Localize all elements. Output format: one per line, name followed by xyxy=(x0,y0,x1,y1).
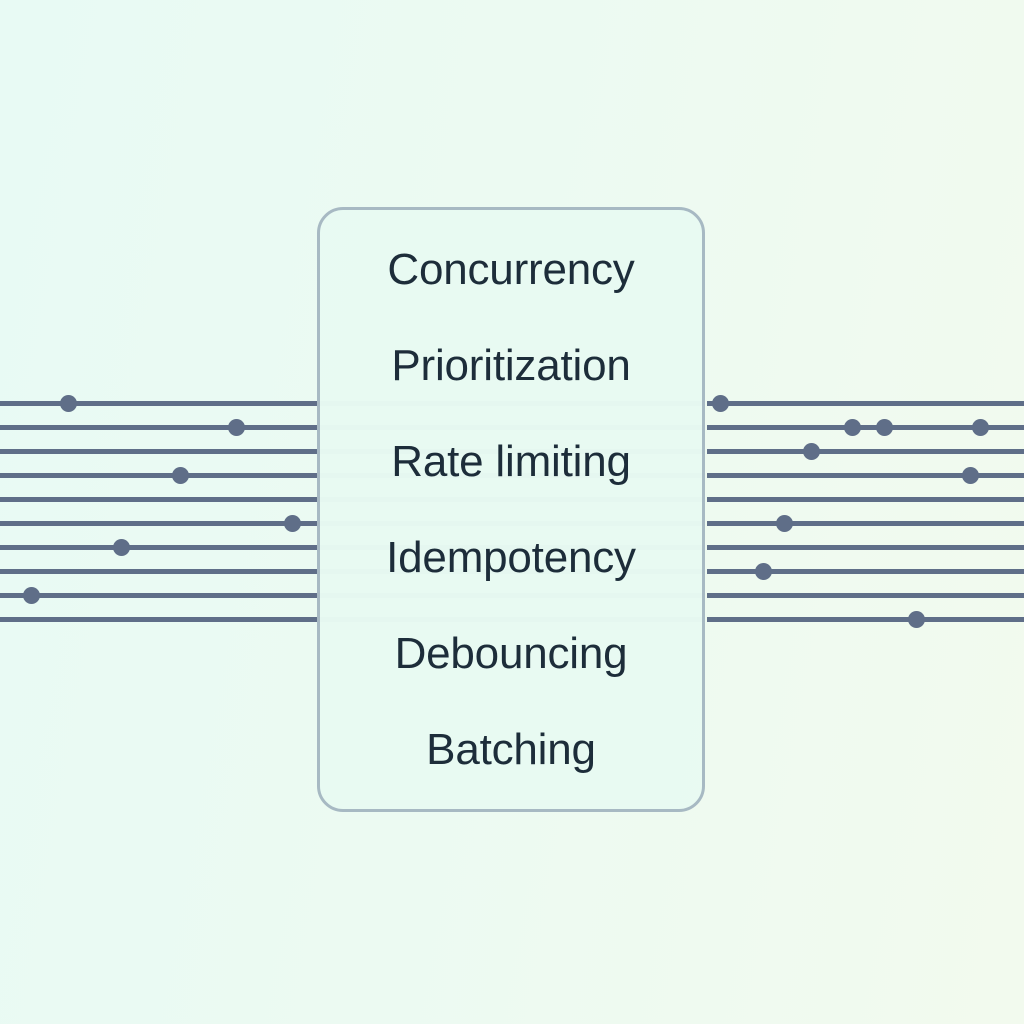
flow-dot-right xyxy=(711,394,729,412)
flow-dot-left xyxy=(112,538,130,556)
flow-line-left xyxy=(0,544,317,550)
concepts-card: Concurrency Prioritization Rate limiting… xyxy=(317,207,705,812)
concept-item: Concurrency xyxy=(387,244,635,294)
flow-line-left xyxy=(0,592,317,598)
flow-line-right xyxy=(707,448,1024,454)
flow-line-left xyxy=(0,520,317,526)
flow-dot-left xyxy=(227,418,245,436)
flow-line-right xyxy=(707,592,1024,598)
flow-dot-right xyxy=(843,418,861,436)
flow-line-right xyxy=(707,568,1024,574)
flow-line-right xyxy=(707,472,1024,478)
flow-line-right xyxy=(707,424,1024,430)
flow-line-right xyxy=(707,496,1024,502)
flow-line-left xyxy=(0,568,317,574)
flow-dot-right xyxy=(775,514,793,532)
flow-dot-right xyxy=(971,418,989,436)
flow-dot-right xyxy=(754,562,772,580)
flow-dot-right xyxy=(907,610,925,628)
concepts-list: Concurrency Prioritization Rate limiting… xyxy=(320,222,702,798)
concept-item: Prioritization xyxy=(391,340,631,390)
flow-line-left xyxy=(0,424,317,430)
flow-dot-right xyxy=(802,442,820,460)
flow-line-right xyxy=(707,520,1024,526)
flow-dot-left xyxy=(59,394,77,412)
concept-item: Idempotency xyxy=(386,532,636,582)
flow-line-left xyxy=(0,400,317,406)
flow-line-left xyxy=(0,616,317,622)
flow-dot-left xyxy=(22,586,40,604)
flow-line-left xyxy=(0,496,317,502)
concept-item: Debouncing xyxy=(394,628,628,678)
flow-dot-left xyxy=(171,466,189,484)
flow-line-right xyxy=(707,400,1024,406)
flow-dot-right xyxy=(961,466,979,484)
flow-line-right xyxy=(707,616,1024,622)
flow-line-left xyxy=(0,448,317,454)
flow-dot-left xyxy=(283,514,301,532)
flow-dot-right xyxy=(875,418,893,436)
flow-line-right xyxy=(707,544,1024,550)
concept-item: Rate limiting xyxy=(391,436,631,486)
concept-item: Batching xyxy=(426,724,596,774)
flow-line-left xyxy=(0,472,317,478)
